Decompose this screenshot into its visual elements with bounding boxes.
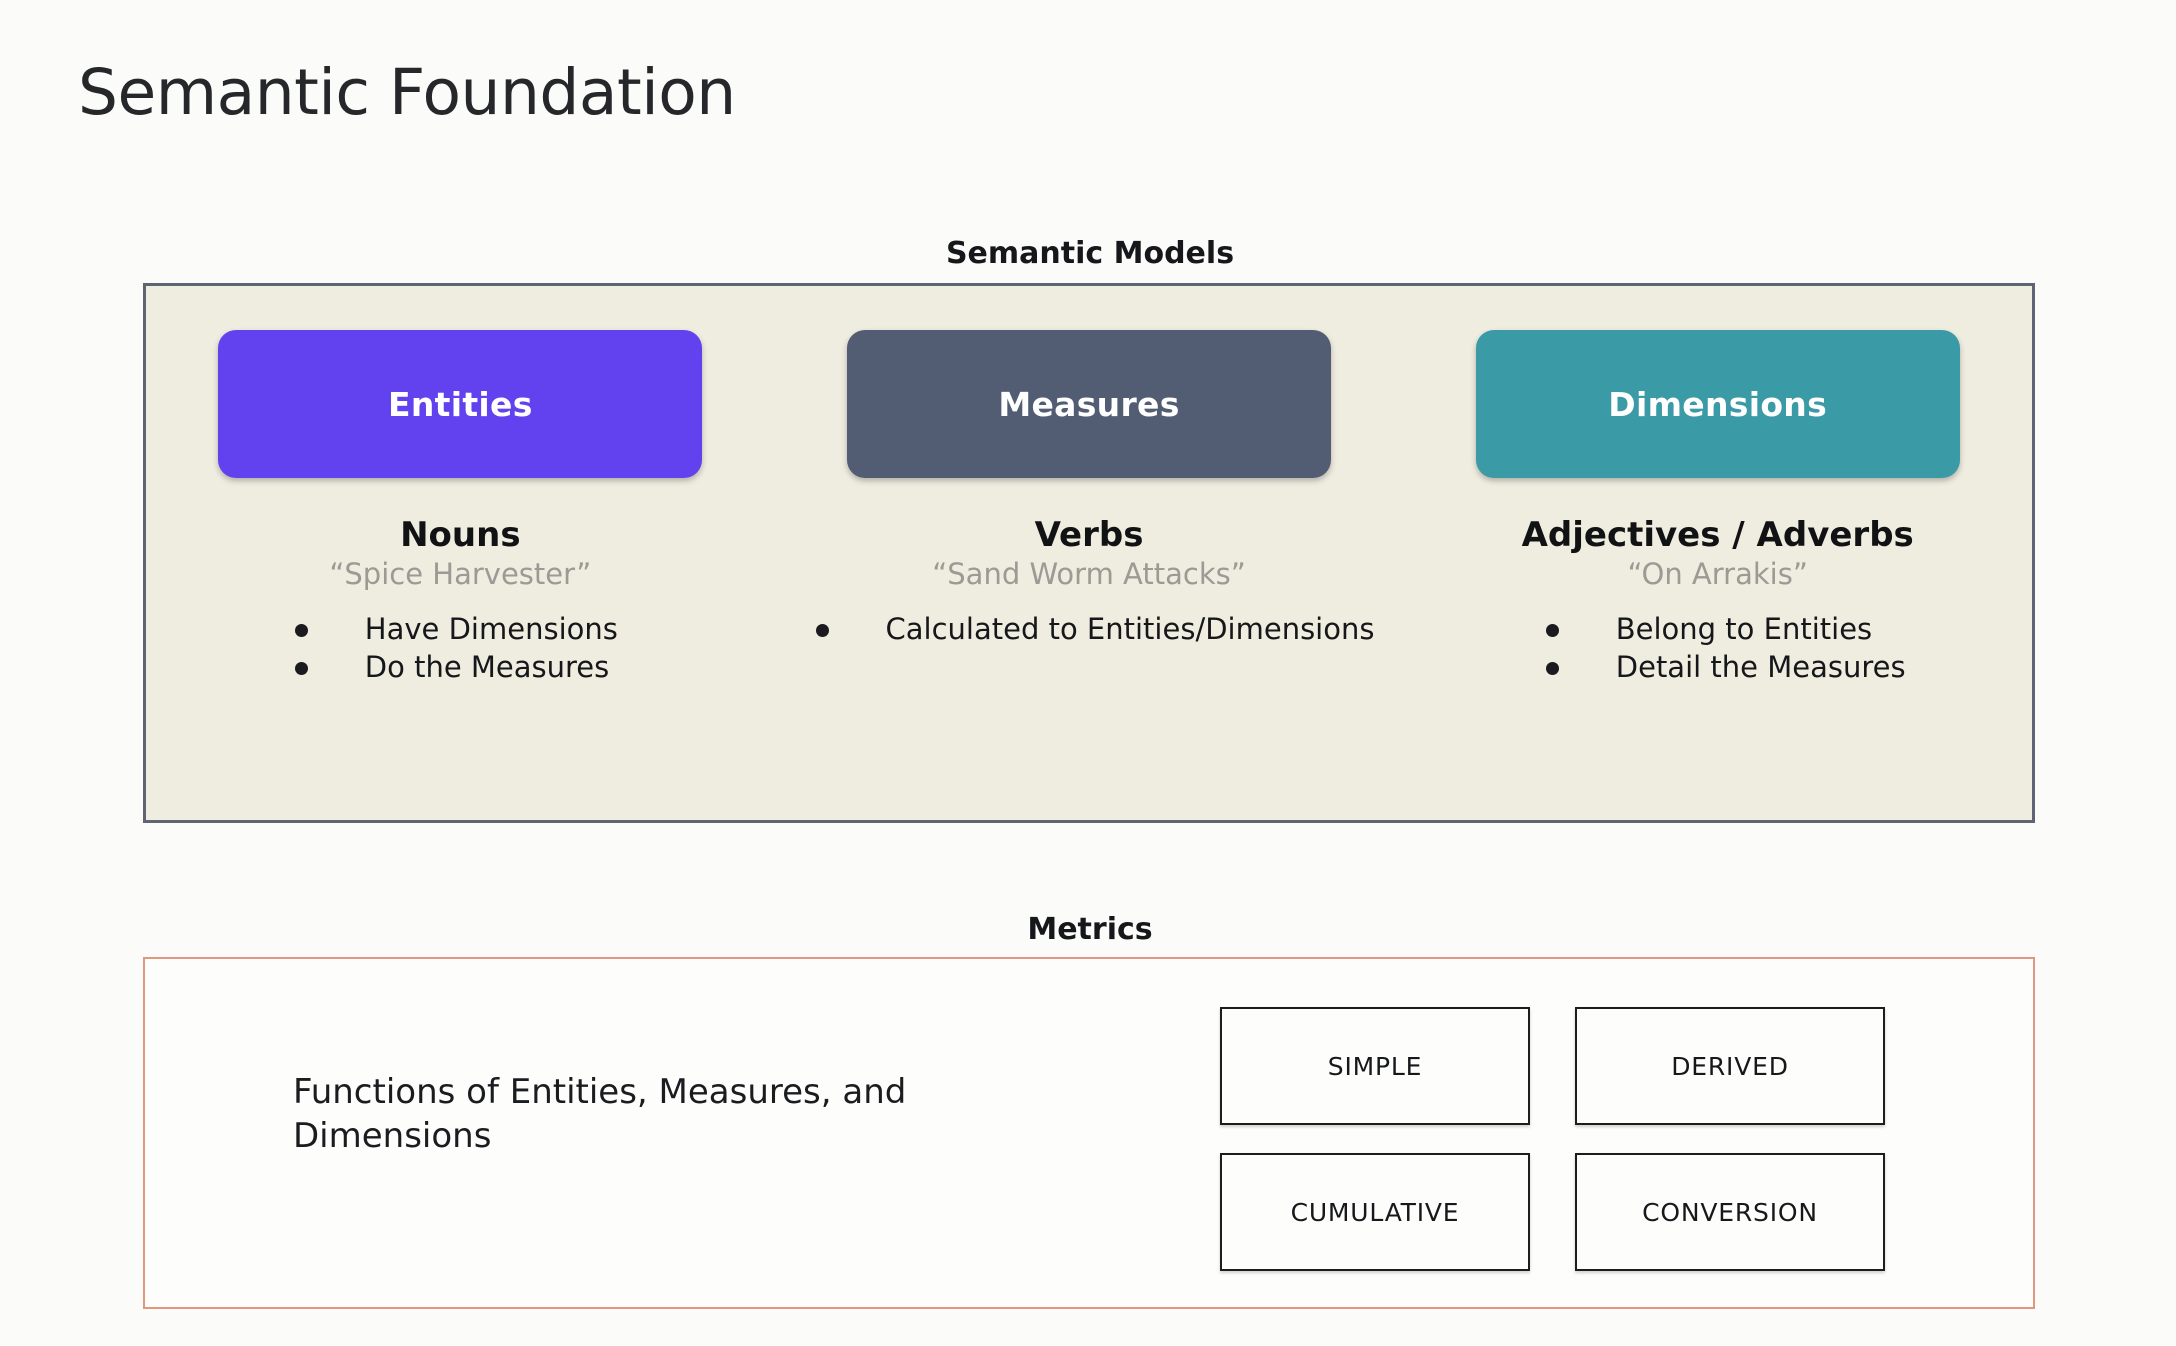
entities-role-label: Nouns [400,515,521,555]
list-item: Belong to Entities [1545,611,1906,648]
list-item: Have Dimensions [294,611,618,648]
metrics-description: Functions of Entities, Measures, and Dim… [293,1072,907,1156]
dimensions-pill[interactable]: Dimensions [1475,330,1960,478]
measures-role-label: Verbs [1034,515,1144,555]
metrics-panel: Functions of Entities, Measures, and Dim… [143,957,2035,1309]
semantic-models-columns: Entities Nouns “Spice Harvester” Have Di… [146,286,2032,820]
dimensions-fact-1: Detail the Measures [1615,650,1906,685]
entities-fact-0: Have Dimensions [364,611,618,646]
semantic-models-panel: Entities Nouns “Spice Harvester” Have Di… [143,283,2035,823]
dimensions-example-label: “On Arrakis” [1627,556,1808,591]
semantic-column-measures: Measures Verbs “Sand Worm Attacks” Calcu… [775,286,1404,649]
semantic-models-caption: Semantic Models [945,236,1235,271]
semantic-column-dimensions: Dimensions Adjectives / Adverbs “On Arra… [1403,286,2032,688]
list-item: Detail the Measures [1545,649,1906,686]
bullet-icon [294,662,308,676]
entities-fact-list: Have Dimensions Do the Measures [294,611,618,688]
bullet-icon [1545,623,1559,637]
dimensions-role-label: Adjectives / Adverbs [1521,515,1914,555]
entities-pill[interactable]: Entities [218,330,703,478]
dimensions-fact-0: Belong to Entities [1615,611,1873,646]
dimensions-fact-list: Belong to Entities Detail the Measures [1545,611,1906,688]
bullet-icon [294,623,308,637]
semantic-column-entities: Entities Nouns “Spice Harvester” Have Di… [146,286,775,688]
measures-fact-0: Calculated to Entities/Dimensions [885,611,1375,646]
metrics-type-grid: SIMPLE DERIVED CUMULATIVE CONVERSION [1220,1007,1885,1271]
metric-type-cumulative[interactable]: CUMULATIVE [1220,1153,1530,1271]
metric-type-derived[interactable]: DERIVED [1575,1007,1885,1125]
measures-pill[interactable]: Measures [847,330,1331,478]
metric-type-conversion[interactable]: CONVERSION [1575,1153,1885,1271]
bullet-icon [815,623,829,637]
metrics-caption: Metrics [1027,912,1153,947]
measures-fact-list: Calculated to Entities/Dimensions [815,611,1375,650]
measures-example-label: “Sand Worm Attacks” [932,556,1246,591]
bullet-icon [1545,662,1559,676]
list-item: Calculated to Entities/Dimensions [815,611,1375,648]
entities-example-label: “Spice Harvester” [329,556,592,591]
list-item: Do the Measures [294,649,618,686]
entities-fact-1: Do the Measures [364,650,610,685]
page-title: Semantic Foundation [78,56,736,129]
metric-type-simple[interactable]: SIMPLE [1220,1007,1530,1125]
